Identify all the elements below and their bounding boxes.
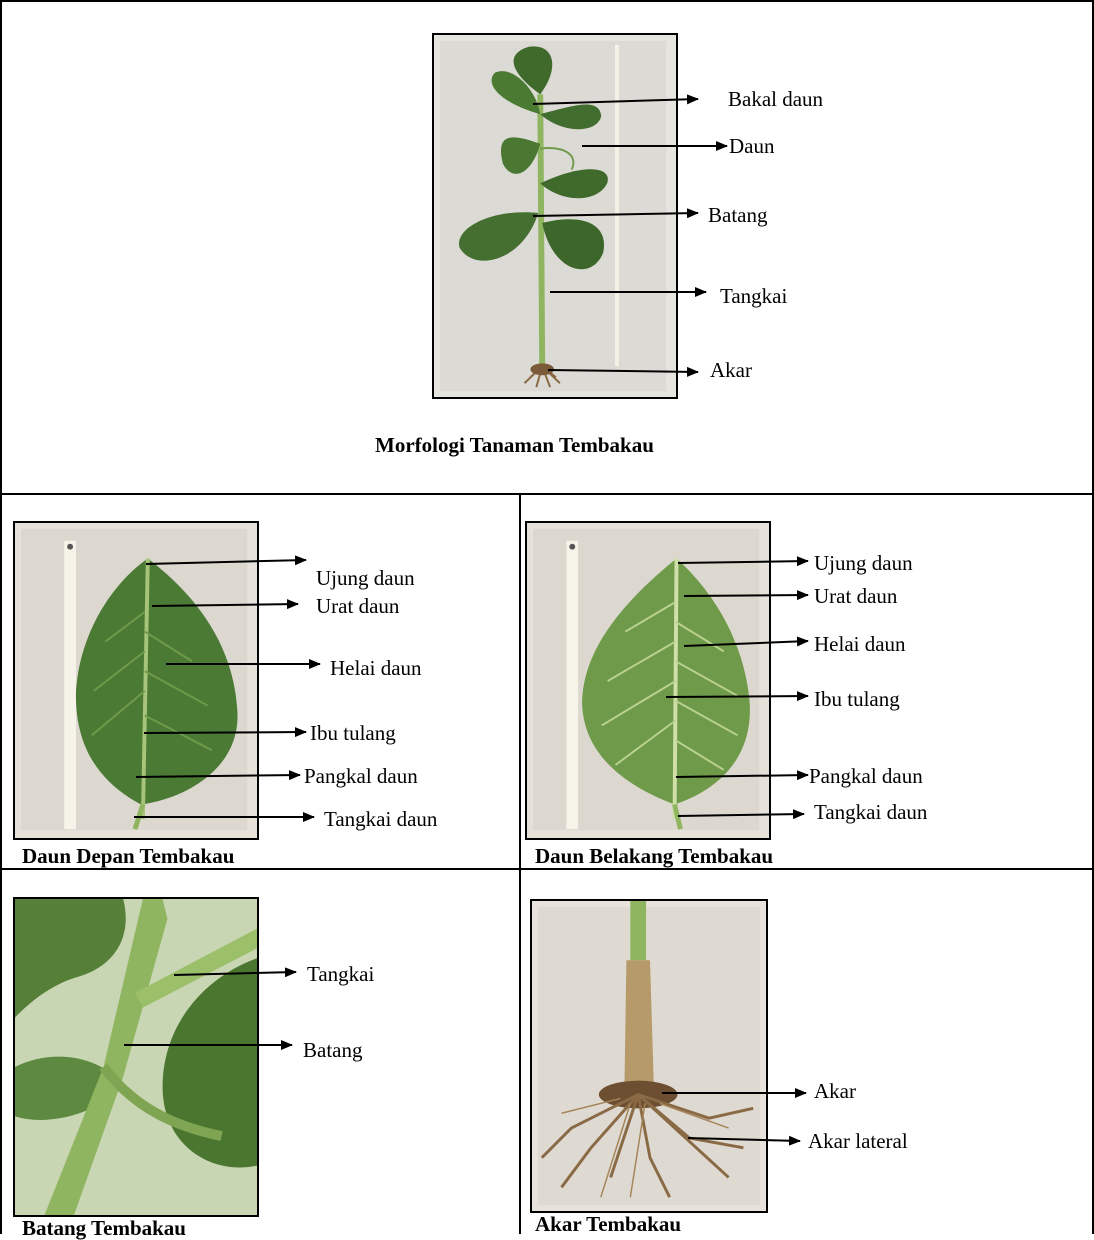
caption-leaf-back: Daun Belakang Tembakau: [535, 846, 773, 867]
root-photo: [530, 899, 768, 1213]
label-back-urat-daun: Urat daun: [814, 586, 897, 607]
plant-photo: [432, 33, 678, 399]
label-front-pangkal-daun: Pangkal daun: [304, 766, 418, 787]
label-akar: Akar: [710, 360, 752, 381]
table-divider-column: [519, 493, 521, 1234]
label-back-ujung-daun: Ujung daun: [814, 553, 913, 574]
leaf-back-photo: [525, 521, 771, 840]
table-border-top: [0, 0, 1094, 2]
label-stem-batang: Batang: [303, 1040, 362, 1061]
label-front-helai-daun: Helai daun: [330, 658, 422, 679]
caption-plant-morphology: Morfologi Tanaman Tembakau: [375, 435, 654, 456]
table-divider-row2: [0, 868, 1094, 870]
label-front-urat-daun: Urat daun: [316, 596, 399, 617]
caption-root: Akar Tembakau: [535, 1214, 681, 1235]
leaf-front-photo: [13, 521, 259, 840]
label-back-pangkal-daun: Pangkal daun: [809, 766, 923, 787]
table-divider-row1: [0, 493, 1094, 495]
label-back-tangkai-daun: Tangkai daun: [814, 802, 927, 823]
label-tangkai: Tangkai: [720, 286, 787, 307]
label-bakal-daun: Bakal daun: [728, 89, 823, 110]
label-back-ibu-tulang: Ibu tulang: [814, 689, 900, 710]
label-root-akar-lateral: Akar lateral: [808, 1131, 908, 1152]
label-batang: Batang: [708, 205, 767, 226]
label-front-ibu-tulang: Ibu tulang: [310, 723, 396, 744]
label-stem-tangkai: Tangkai: [307, 964, 374, 985]
table-border-left: [0, 0, 2, 1234]
caption-leaf-front: Daun Depan Tembakau: [22, 846, 234, 867]
label-front-ujung-daun: Ujung daun: [316, 568, 415, 589]
label-front-tangkai-daun: Tangkai daun: [324, 809, 437, 830]
label-root-akar: Akar: [814, 1081, 856, 1102]
caption-stem: Batang Tembakau: [22, 1218, 186, 1239]
stem-photo: [13, 897, 259, 1217]
label-daun: Daun: [729, 136, 775, 157]
label-back-helai-daun: Helai daun: [814, 634, 906, 655]
